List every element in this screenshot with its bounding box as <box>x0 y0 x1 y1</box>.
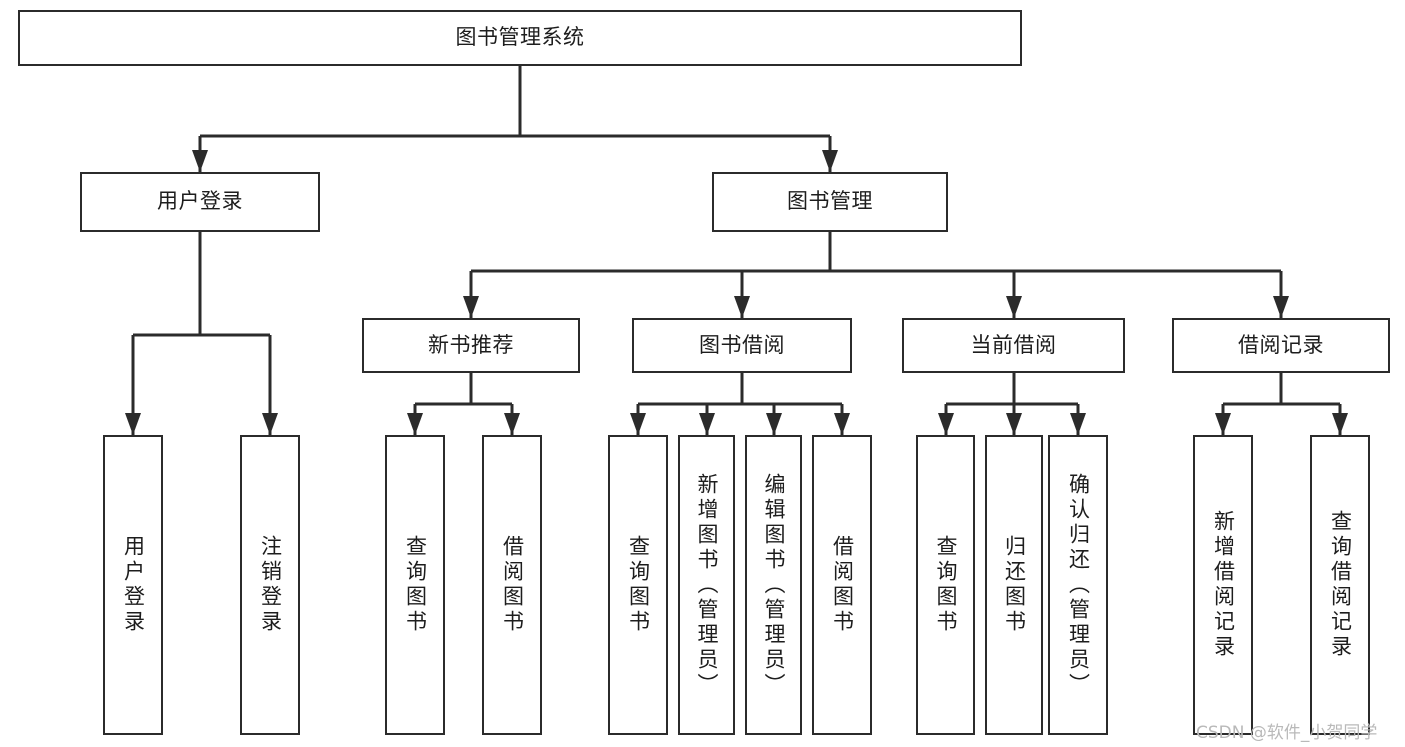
node-leaf-query-book-3[interactable]: 查询图书 <box>916 435 975 735</box>
node-label-leaf-return-book: 归还图书 <box>1002 535 1027 635</box>
arrow-head-icon <box>463 296 479 318</box>
node-label-current-borrow: 当前借阅 <box>970 332 1057 357</box>
node-leaf-return-book[interactable]: 归还图书 <box>985 435 1043 735</box>
node-leaf-add-book-admin[interactable]: 新增图书（管理员） <box>678 435 735 735</box>
node-label-leaf-query-book-1: 查询图书 <box>403 535 428 635</box>
arrow-head-icon <box>630 413 646 435</box>
node-root[interactable]: 图书管理系统 <box>18 10 1022 66</box>
node-label-root: 图书管理系统 <box>455 25 585 50</box>
arrow-head-icon <box>822 150 838 172</box>
node-leaf-logout[interactable]: 注销登录 <box>240 435 300 735</box>
node-book-borrow[interactable]: 图书借阅 <box>632 318 852 373</box>
node-leaf-query-book-2[interactable]: 查询图书 <box>608 435 668 735</box>
node-label-leaf-add-book-admin: 新增图书（管理员） <box>695 472 719 698</box>
node-leaf-add-borrow-record[interactable]: 新增借阅记录 <box>1193 435 1253 735</box>
node-user-login[interactable]: 用户登录 <box>80 172 320 232</box>
arrow-head-icon <box>834 413 850 435</box>
node-leaf-user-login[interactable]: 用户登录 <box>103 435 163 735</box>
node-label-leaf-user-login: 用户登录 <box>121 535 146 635</box>
arrow-head-icon <box>1006 413 1022 435</box>
node-label-book-management: 图书管理 <box>787 189 873 214</box>
arrow-head-icon <box>262 413 278 435</box>
arrow-head-icon <box>766 413 782 435</box>
node-leaf-borrow-book-2[interactable]: 借阅图书 <box>812 435 872 735</box>
node-label-leaf-add-borrow-record: 新增借阅记录 <box>1211 510 1236 660</box>
node-leaf-borrow-book-1[interactable]: 借阅图书 <box>482 435 542 735</box>
node-borrow-record[interactable]: 借阅记录 <box>1172 318 1390 373</box>
arrow-head-icon <box>1006 296 1022 318</box>
node-label-book-borrow: 图书借阅 <box>699 332 785 357</box>
arrow-head-icon <box>1070 413 1086 435</box>
node-label-leaf-confirm-return-admin: 确认归还（管理员） <box>1066 472 1091 698</box>
node-book-management[interactable]: 图书管理 <box>712 172 948 232</box>
node-label-leaf-query-book-3: 查询图书 <box>934 535 958 635</box>
node-leaf-query-borrow-record[interactable]: 查询借阅记录 <box>1310 435 1370 735</box>
arrow-head-icon <box>1332 413 1348 435</box>
arrow-head-icon <box>504 413 520 435</box>
arrow-head-icon <box>734 296 750 318</box>
node-label-leaf-query-borrow-record: 查询借阅记录 <box>1328 510 1353 660</box>
node-new-book-recommend[interactable]: 新书推荐 <box>362 318 580 373</box>
arrow-head-icon <box>125 413 141 435</box>
node-label-leaf-borrow-book-2: 借阅图书 <box>830 535 855 635</box>
node-label-user-login: 用户登录 <box>157 189 243 214</box>
node-label-new-book-recommend: 新书推荐 <box>428 332 514 357</box>
node-label-leaf-edit-book-admin: 编辑图书（管理员） <box>762 472 786 698</box>
node-leaf-edit-book-admin[interactable]: 编辑图书（管理员） <box>745 435 802 735</box>
arrow-head-icon <box>699 413 715 435</box>
node-leaf-confirm-return-admin[interactable]: 确认归还（管理员） <box>1048 435 1108 735</box>
node-label-leaf-logout: 注销登录 <box>258 535 283 635</box>
arrow-head-icon <box>407 413 423 435</box>
node-label-leaf-query-book-2: 查询图书 <box>626 535 651 635</box>
arrow-head-icon <box>1215 413 1231 435</box>
node-label-borrow-record: 借阅记录 <box>1238 332 1324 357</box>
node-leaf-query-book-1[interactable]: 查询图书 <box>385 435 445 735</box>
node-label-leaf-borrow-book-1: 借阅图书 <box>500 535 525 635</box>
arrow-head-icon <box>192 150 208 172</box>
node-current-borrow[interactable]: 当前借阅 <box>902 318 1125 373</box>
arrow-head-icon <box>1273 296 1289 318</box>
arrow-head-icon <box>938 413 954 435</box>
